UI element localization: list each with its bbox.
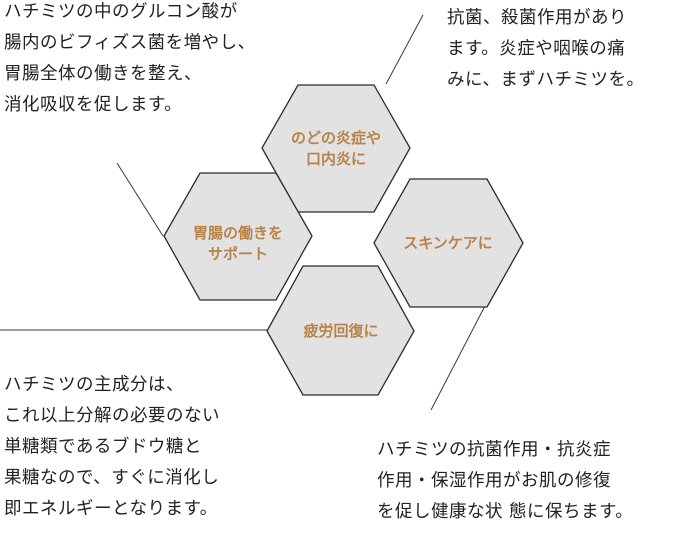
description-line: 胃腸全体の働きを整え、 <box>4 64 202 84</box>
description-line: 即エネルギーとなります。 <box>4 499 218 519</box>
connector-line-skin <box>430 301 488 411</box>
description-line: 腸内のビフィズス菌を増やし、 <box>4 33 256 53</box>
hexagon-label-fatigue: 疲労回復に <box>303 321 379 340</box>
hexagon-label-throat: のどの炎症や 口内炎に <box>290 129 381 168</box>
hexagon-stomach <box>163 172 313 301</box>
description-line: ハチミツの中のグルコン酸が <box>4 2 238 22</box>
description-line: ハチミツの抗菌作用・抗炎症 <box>377 440 611 460</box>
description-line: みに、まずハチミツを。 <box>447 70 645 90</box>
hexagon-label-stomach: 胃腸の働きを サポート <box>192 224 283 263</box>
connector-line-stomach <box>116 162 164 237</box>
hexagon-throat <box>261 84 411 213</box>
connector-line-throat <box>385 14 424 85</box>
hexagon-label-skin: スキンケアに <box>403 233 493 252</box>
fatigue-description: ハチミツの主成分は、 これ以上分解の必要のない 単糖類であるブドウ糖と 果糖なの… <box>4 370 220 525</box>
description-line: 抗菌、殺菌作用があり <box>447 8 627 28</box>
description-line: 単糖類であるブドウ糖と <box>4 437 202 457</box>
stomach-description: ハチミツの中のグルコン酸が 腸内のビフィズス菌を増やし、 胃腸全体の働きを整え、… <box>4 0 256 121</box>
description-line: これ以上分解の必要のない <box>4 406 220 426</box>
description-line: 作用・保湿作用がお肌の修復 <box>377 471 611 491</box>
skin-description: ハチミツの抗菌作用・抗炎症 作用・保湿作用がお肌の修復 を促し健康な状 態に保ち… <box>377 435 633 528</box>
description-line: ハチミツの主成分は、 <box>4 375 184 395</box>
description-line: を促し健康な状 態に保ちます。 <box>377 502 634 522</box>
description-line: 果糖なので、すぐに消化し <box>4 468 220 488</box>
description-line: 消化吸収を促します。 <box>4 95 183 115</box>
hexagon-skin <box>373 178 524 308</box>
description-line: ます。炎症や咽喉の痛 <box>447 39 626 59</box>
hexagon-fatigue <box>266 265 415 396</box>
throat-description: 抗菌、殺菌作用があり ます。炎症や咽喉の痛 みに、まずハチミツを。 <box>447 3 644 96</box>
